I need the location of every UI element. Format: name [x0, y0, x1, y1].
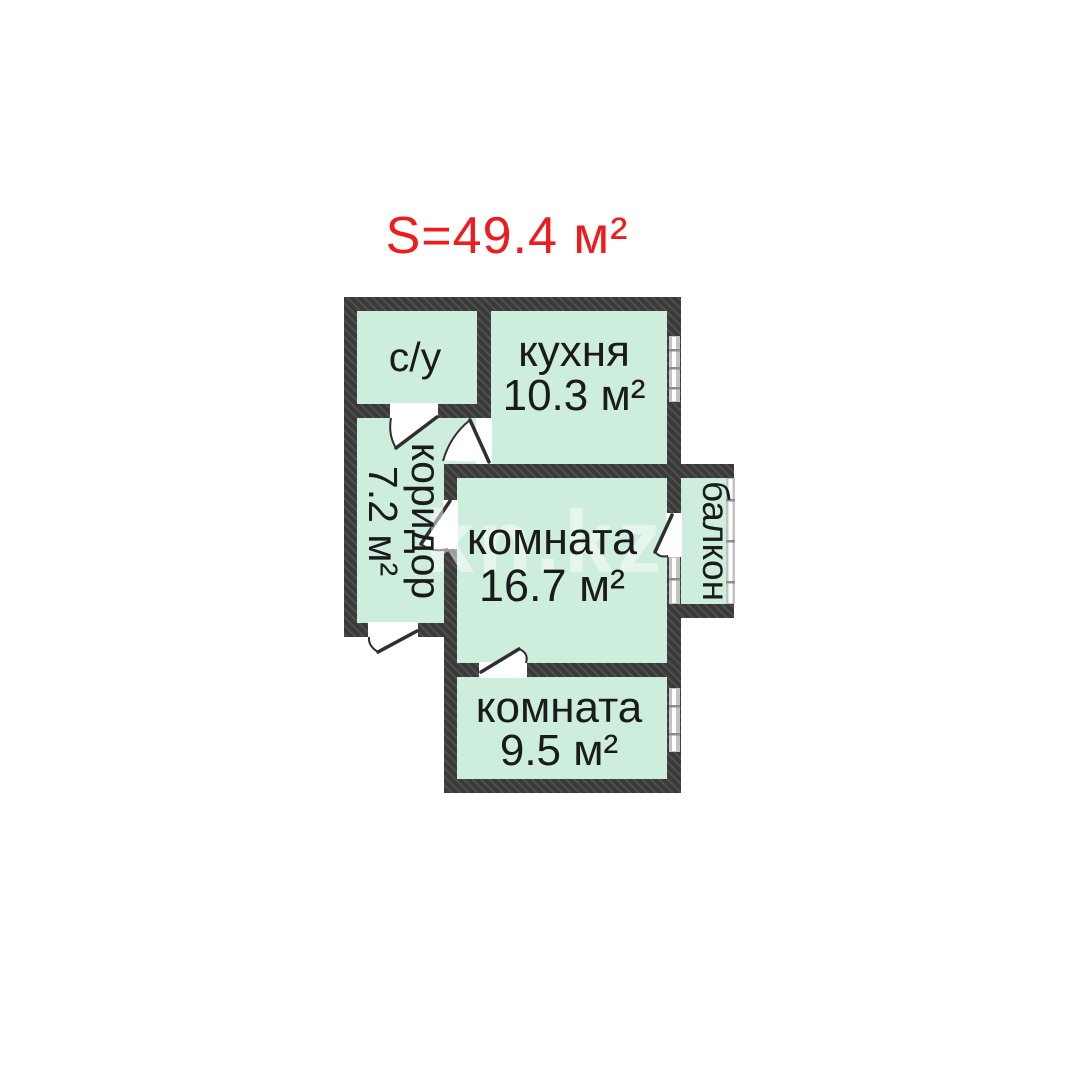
door-swing-arc	[420, 543, 449, 552]
room-living-floor	[451, 471, 674, 670]
balcony-label: балкон	[695, 481, 736, 601]
window-tick	[669, 733, 680, 736]
window-tick	[669, 705, 680, 708]
bedroom-label: комната	[476, 683, 643, 732]
room-balcony-floor	[674, 471, 730, 611]
living-room-area: 16.7 м²	[479, 560, 625, 611]
door-swing-arc	[442, 419, 471, 462]
window-living-balcony	[669, 557, 680, 604]
door-leaf	[376, 629, 419, 654]
window-tick	[669, 578, 680, 581]
balcony-label-group: балкон	[695, 481, 736, 601]
corridor-area: 7.2 м²	[360, 466, 406, 576]
balcony-glazing	[726, 478, 735, 604]
window-tick	[726, 540, 735, 543]
door-fan	[443, 420, 489, 462]
door-living-room	[419, 499, 458, 552]
watermark: kn.kz	[425, 492, 665, 591]
kitchen-label: кухня	[518, 327, 630, 376]
wall-bedroom-bottom	[444, 779, 681, 793]
door-leaf	[468, 418, 491, 464]
window-tick	[669, 387, 680, 390]
door-leaf	[419, 499, 452, 546]
door-kitchen	[442, 418, 492, 464]
room-bathroom-floor	[350, 304, 484, 411]
window-tick	[726, 499, 735, 502]
corridor-label: коридор	[403, 443, 449, 599]
window-tick	[669, 367, 680, 370]
window-tick	[669, 349, 680, 352]
corridor-label-group: коридор 7.2 м²	[360, 443, 449, 599]
window-kitchen	[669, 336, 680, 402]
door-balcony	[653, 513, 682, 558]
room-kitchen-floor	[484, 304, 674, 471]
wall-living-top	[444, 464, 734, 478]
kitchen-area: 10.3 м²	[503, 371, 646, 420]
door-leaf	[479, 647, 521, 674]
door-leaf	[394, 415, 439, 450]
window-bedroom	[669, 688, 680, 752]
room-bedroom-floor	[451, 670, 674, 786]
door-entrance	[367, 622, 419, 654]
door-swing-arc	[367, 636, 379, 653]
room-fills	[350, 304, 730, 786]
window-glass	[672, 689, 676, 751]
living-room-label: комната	[467, 513, 638, 564]
window-tick	[726, 581, 735, 584]
door-leaf	[653, 513, 674, 554]
door-bathroom	[389, 403, 439, 450]
wall-balcony-bottom	[667, 604, 734, 618]
wall-left	[344, 297, 357, 637]
door-opening	[390, 403, 438, 419]
door-swing-arc	[389, 417, 397, 449]
door-bedroom	[479, 647, 528, 678]
bedroom-area: 9.5 м²	[500, 726, 618, 775]
bathroom-label: с/у	[389, 334, 442, 380]
wall-top	[344, 297, 681, 311]
total-area-title: S=49.4 м²	[386, 207, 629, 265]
